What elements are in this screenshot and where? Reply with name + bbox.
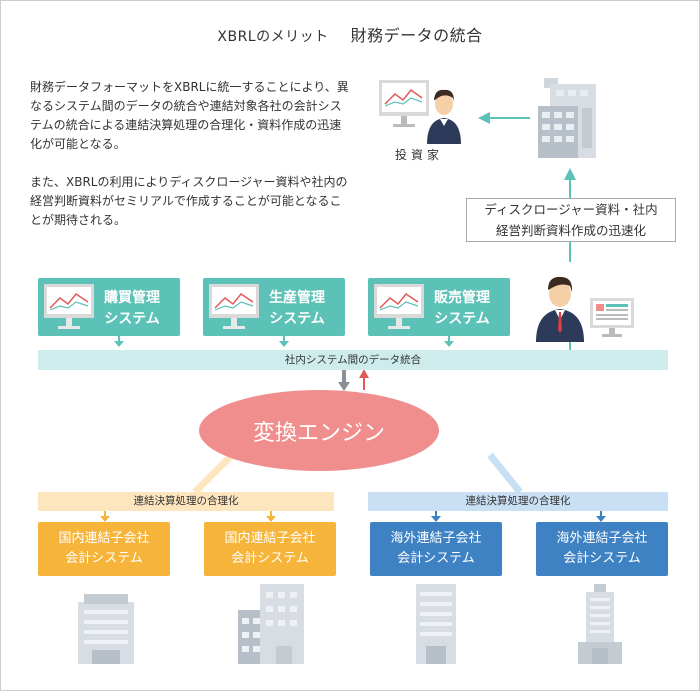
subsidiary-label-line-1: 海外連結子会社 — [390, 531, 482, 546]
arrow-to-investor — [478, 112, 530, 124]
bar-to-box-arrows — [100, 511, 606, 522]
system-label-line-1: 生産管理 — [269, 290, 325, 306]
internal-integration-bar: 社内システム間のデータ統合 — [38, 350, 668, 370]
production-system-box: 生産管理 システム — [203, 278, 345, 336]
description: 財務データフォーマットをXBRLに統一することにより、異なるシステム間のデータの… — [30, 78, 350, 249]
domestic-subsidiary-box-2: 国内連結子会社 会計システム — [204, 522, 336, 576]
subsidiary-label-line-2: 会計システム — [65, 551, 143, 566]
description-paragraph-2: また、XBRLの利用によりディスクロージャー資料や社内の経営判断資料がセミリアル… — [30, 175, 348, 227]
sales-system-box: 販売管理 システム — [368, 278, 510, 336]
system-label-line-1: 販売管理 — [434, 290, 490, 306]
page-title: XBRLのメリット 財務データの統合 — [0, 22, 700, 46]
system-label-line-2: システム — [434, 311, 490, 327]
domestic-subsidiary-box-1: 国内連結子会社 会計システム — [38, 522, 170, 576]
system-label-line-2: システム — [269, 311, 325, 327]
subsidiary-label-line-2: 会計システム — [563, 551, 641, 566]
consolidation-label: 連結決算処理の合理化 — [465, 495, 571, 507]
building-icon — [78, 594, 134, 664]
subsidiary-label-line-1: 海外連結子会社 — [556, 531, 648, 546]
system-label: 生産管理 システム — [265, 288, 329, 330]
title-prefix: XBRLのメリット — [217, 29, 329, 45]
system-label: 販売管理 システム — [430, 288, 494, 330]
investor-person-icon — [427, 89, 461, 144]
subsidiary-label-line-2: 会計システム — [231, 551, 309, 566]
overseas-consolidation-bar: 連結決算処理の合理化 — [368, 492, 668, 511]
investor-illustration — [379, 80, 461, 144]
monitor-icon — [379, 80, 429, 127]
arrow-to-building — [564, 168, 576, 198]
monitor-icon — [44, 284, 94, 329]
arrow-up-from-engine — [359, 369, 369, 390]
description-paragraph-1: 財務データフォーマットをXBRLに統一することにより、異なるシステム間のデータの… — [30, 80, 349, 151]
conversion-engine: 変換エンジン — [199, 390, 439, 471]
overseas-subsidiary-box-2: 海外連結子会社 会計システム — [536, 522, 668, 576]
system-down-arrows — [114, 336, 454, 347]
purchasing-system-box: 購買管理 システム — [38, 278, 180, 336]
disclosure-box: ディスクロージャー資料・社内 経営判断資料作成の迅速化 — [466, 198, 676, 242]
conversion-engine-label: 変換エンジン — [252, 421, 385, 446]
arrow-down-to-engine — [338, 370, 350, 391]
line-engine-to-domestic — [192, 452, 235, 495]
internal-integration-label: 社内システム間のデータ統合 — [284, 354, 422, 366]
overseas-subsidiary-box-1: 海外連結子会社 会計システム — [370, 522, 502, 576]
system-label-line-2: システム — [104, 311, 160, 327]
building-icon — [416, 584, 456, 664]
monitor-icon — [374, 284, 424, 329]
investor-label: 投資家 — [395, 148, 444, 162]
domestic-consolidation-bar: 連結決算処理の合理化 — [38, 492, 334, 511]
subsidiary-label-line-2: 会計システム — [397, 551, 475, 566]
system-label-line-1: 購買管理 — [104, 290, 160, 306]
monitor-icon — [590, 298, 634, 337]
disclosure-line-1: ディスクロージャー資料・社内 — [484, 202, 658, 217]
building-icon — [578, 584, 622, 664]
subsidiary-label-line-1: 国内連結子会社 — [58, 531, 150, 546]
disclosure-line-2: 経営判断資料作成の迅速化 — [495, 223, 646, 238]
title-main: 財務データの統合 — [350, 26, 483, 45]
subsidiary-label-line-1: 国内連結子会社 — [224, 531, 316, 546]
manager-person-icon — [536, 276, 584, 342]
manager-illustration — [536, 276, 634, 342]
consolidation-label: 連結決算処理の合理化 — [133, 495, 239, 507]
system-label: 購買管理 システム — [100, 288, 164, 330]
company-building-icon — [538, 78, 596, 158]
monitor-icon — [209, 284, 259, 329]
line-engine-to-overseas — [487, 452, 523, 495]
building-icon — [238, 584, 304, 664]
